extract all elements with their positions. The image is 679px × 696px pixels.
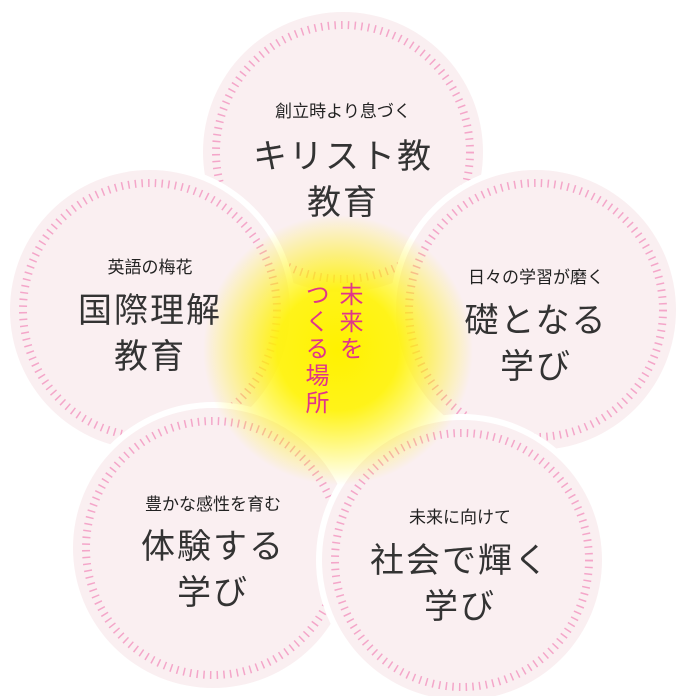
petal-bottom-right-sub: 未来に向けて — [409, 508, 511, 528]
petal-bottom-left-main-2: 学び — [177, 573, 249, 613]
petal-left-sub: 英語の梅花 — [108, 258, 193, 278]
petal-bottom-right — [316, 414, 608, 696]
tick-ring — [212, 21, 474, 283]
petal-top-main-2: 教育 — [307, 183, 379, 223]
center-glow — [203, 215, 473, 485]
petal-bottom-right-main-1: 社会で輝く — [370, 541, 550, 581]
petal-top-main-1: キリスト教 — [253, 137, 433, 177]
petal-right-main-1: 礎となる — [465, 301, 608, 341]
petal-bottom-left-main-1: 体験する — [141, 527, 285, 567]
petal-right-main-2: 学び — [500, 347, 572, 387]
center-title-line-2: つくる場所 — [301, 282, 329, 417]
petal-bottom-left-sub: 豊かな感性を育む — [145, 495, 281, 515]
petal-left-main-1: 国際理解 — [78, 291, 222, 331]
center-title: 未来を つくる場所 — [300, 282, 364, 442]
center-title-line-1: 未来を — [335, 282, 363, 363]
petal-bottom-left — [67, 402, 359, 694]
petal-bottom-right-main-2: 学び — [424, 587, 496, 627]
petal-top — [197, 6, 489, 298]
petal-top-sub: 創立時より息づく — [275, 102, 411, 122]
petal-left-main-2: 教育 — [114, 337, 186, 377]
petal-right-sub: 日々の学習が磨く — [468, 268, 604, 288]
